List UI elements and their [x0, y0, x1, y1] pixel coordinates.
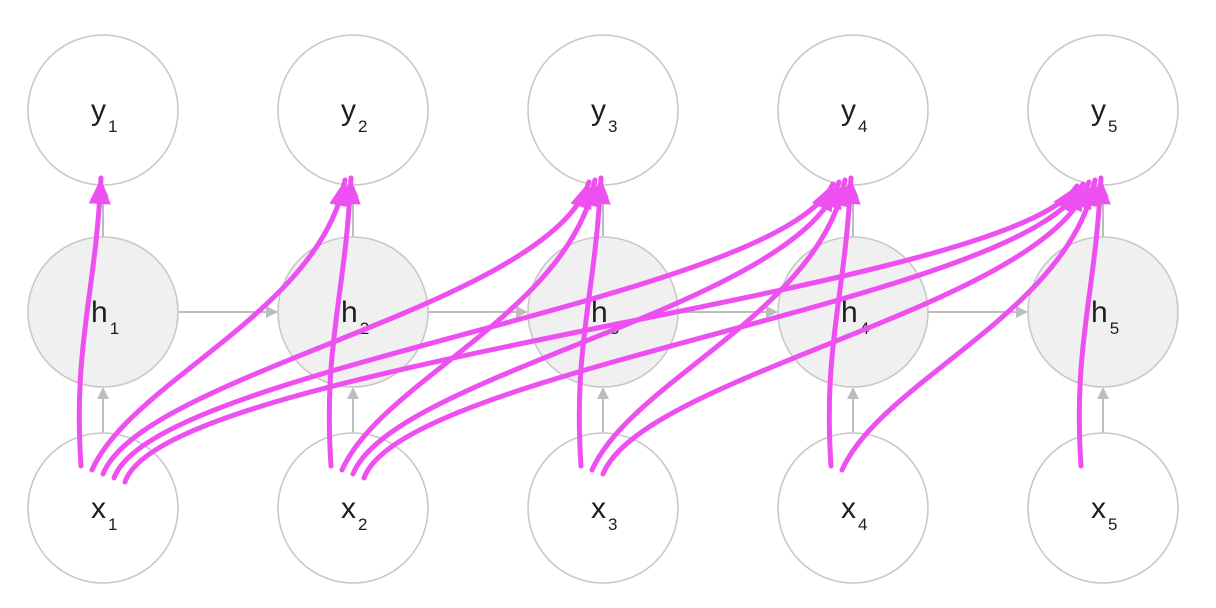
node-label-base: h: [841, 296, 858, 329]
recurrent-edge-h4-h5-head: [1016, 306, 1028, 318]
node-label-sub: 1: [108, 515, 117, 534]
node-circle-h1: [27, 236, 179, 388]
node-label-base: y: [341, 94, 356, 127]
attention-edges-layer: [76, 175, 1111, 485]
attention-edge-x2-y3: [339, 177, 598, 473]
attention-edge-x3-y4: [589, 177, 848, 473]
node-label-base: x: [591, 492, 606, 525]
attention-edge-x4-y4-head: [838, 178, 861, 205]
node-label-base: h: [591, 296, 608, 329]
attention-edge-x1-y1: [76, 175, 104, 469]
node-label-base: h: [341, 296, 358, 329]
attention-edge-x2-y2-head: [338, 178, 361, 205]
attention-edge-x5-y5-head: [1088, 178, 1111, 205]
node-label-sub: 4: [858, 117, 867, 136]
recurrent-edge-x5-h5-head: [1097, 387, 1109, 399]
node-label-base: h: [91, 296, 108, 329]
attention-edge-x1-y2: [89, 177, 348, 473]
attention-edge-x3-y3: [576, 175, 604, 469]
recurrent-edge-h3-h4-head: [766, 306, 778, 318]
attention-edge-x1-y3: [100, 179, 592, 477]
node-label-sub: 5: [1108, 117, 1117, 136]
node-label-sub: 5: [1108, 515, 1117, 534]
attention-edge-x4-y5: [839, 177, 1098, 473]
node-circle-x5: [1027, 432, 1179, 584]
node-label-base: y: [91, 94, 106, 127]
recurrent-edge-x3-h3-head: [597, 387, 609, 399]
node-label-base: x: [841, 492, 856, 525]
node-label-sub: 4: [858, 515, 867, 534]
node-label-base: y: [591, 94, 606, 127]
recurrent-edge-h1-h2-head: [266, 306, 278, 318]
node-label-sub: 1: [108, 117, 117, 136]
attention-edge-x2-y2: [326, 175, 354, 469]
node-label-base: h: [1091, 296, 1108, 329]
attention-edge-x3-y3-head: [588, 178, 611, 205]
recurrent-edge-x4-h4-head: [847, 387, 859, 399]
node-label-sub: 2: [358, 515, 367, 534]
node-circle-h5: [1027, 236, 1179, 388]
attention-edge-x5-y5: [1076, 175, 1104, 469]
attention-edge-x1-y1-head: [88, 178, 111, 205]
attention-edge-x2-y5: [361, 181, 1086, 481]
node-label-base: x: [341, 492, 356, 525]
recurrent-edge-x2-h2-head: [347, 387, 359, 399]
node-label-base: x: [91, 492, 106, 525]
node-label-sub: 5: [1110, 319, 1119, 338]
node-label-base: y: [1091, 94, 1106, 127]
attention-edge-x4-y4: [826, 175, 854, 469]
node-label-sub: 3: [608, 117, 617, 136]
node-circle-x4: [777, 432, 929, 584]
node-label-sub: 1: [110, 319, 119, 338]
recurrent-edge-x1-h1-head: [97, 387, 109, 399]
attention-edge-x3-y5: [600, 179, 1092, 477]
node-label-sub: 2: [358, 117, 367, 136]
attention-edge-x1-y4: [111, 181, 836, 481]
node-circle-x1: [27, 432, 179, 584]
attention-edge-x2-y4: [350, 179, 842, 477]
node-circle-x2: [277, 432, 429, 584]
attention-edge-x1-y5: [122, 183, 1080, 485]
node-circle-x3: [527, 432, 679, 584]
recurrent-edge-h2-h3-head: [516, 306, 528, 318]
node-label-base: y: [841, 94, 856, 127]
node-label-sub: 3: [608, 515, 617, 534]
node-label-base: x: [1091, 492, 1106, 525]
